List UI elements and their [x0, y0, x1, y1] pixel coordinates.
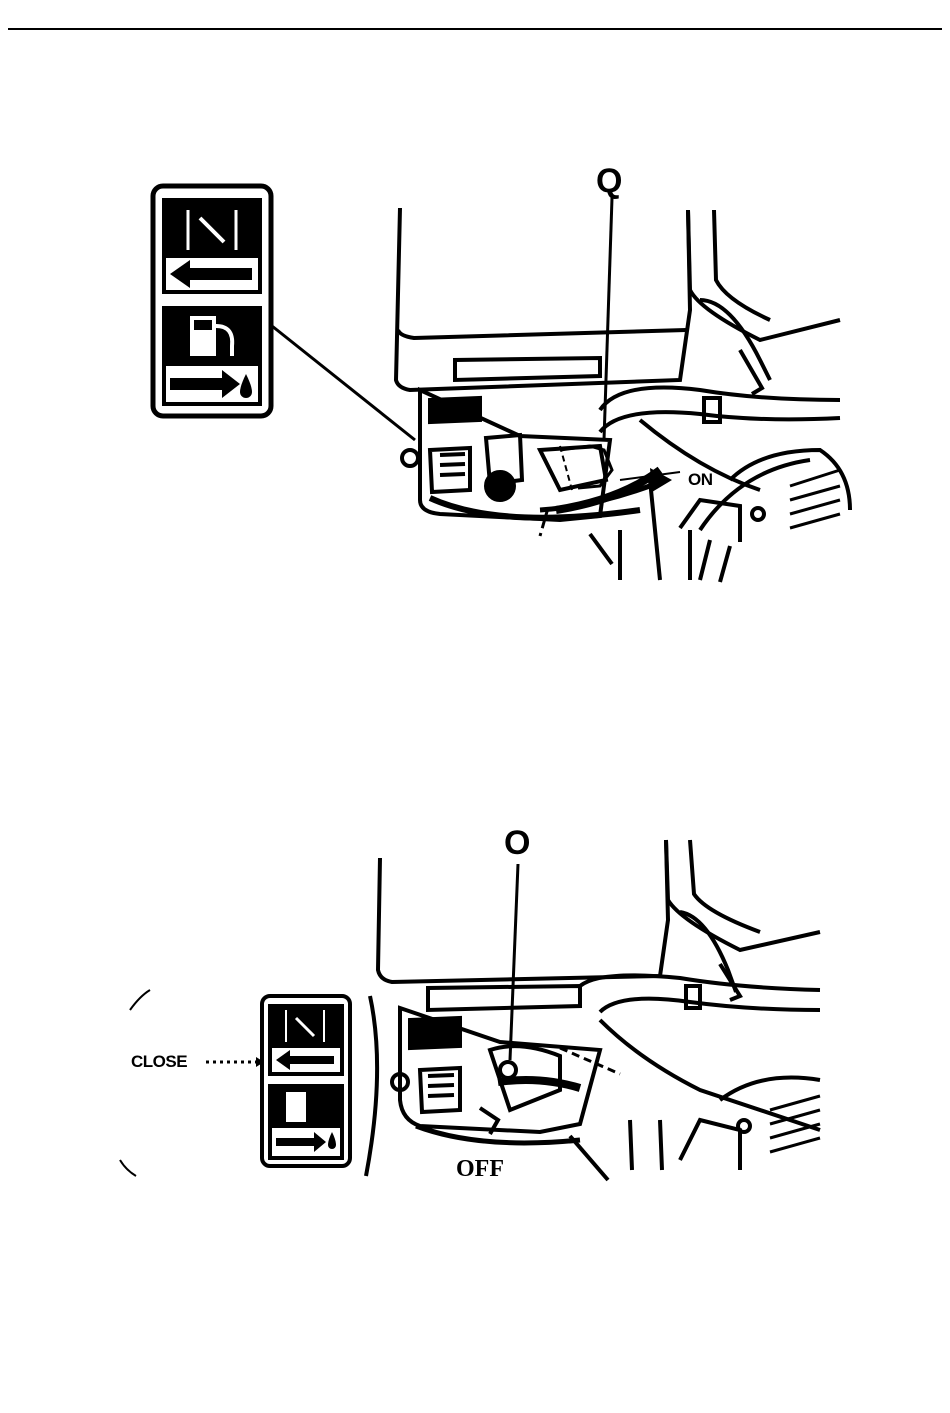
- callout-q: Q: [596, 162, 622, 201]
- fuel-valve-on-diagram: Q ON: [0, 150, 950, 590]
- engine-body-top: [396, 208, 690, 520]
- choke-icon: [268, 1004, 344, 1076]
- choke-fuel-decal: [153, 186, 271, 416]
- engine-body-bottom: [378, 840, 668, 1143]
- choke-fuel-decal-bottom: [262, 996, 350, 1166]
- off-label: OFF: [456, 1156, 504, 1183]
- page-header-rule: [8, 28, 942, 30]
- engine-right-parts-top: [540, 210, 850, 582]
- close-label: CLOSE: [131, 1052, 187, 1072]
- callout-o: O: [504, 824, 530, 863]
- fuel-valve-off-diagram: O CLOSE OFF: [0, 820, 950, 1200]
- engine-illustration-bottom: [0, 820, 950, 1200]
- engine-right-parts-bottom: [570, 840, 820, 1180]
- engine-illustration-top: [0, 150, 950, 590]
- on-label: ON: [688, 470, 713, 490]
